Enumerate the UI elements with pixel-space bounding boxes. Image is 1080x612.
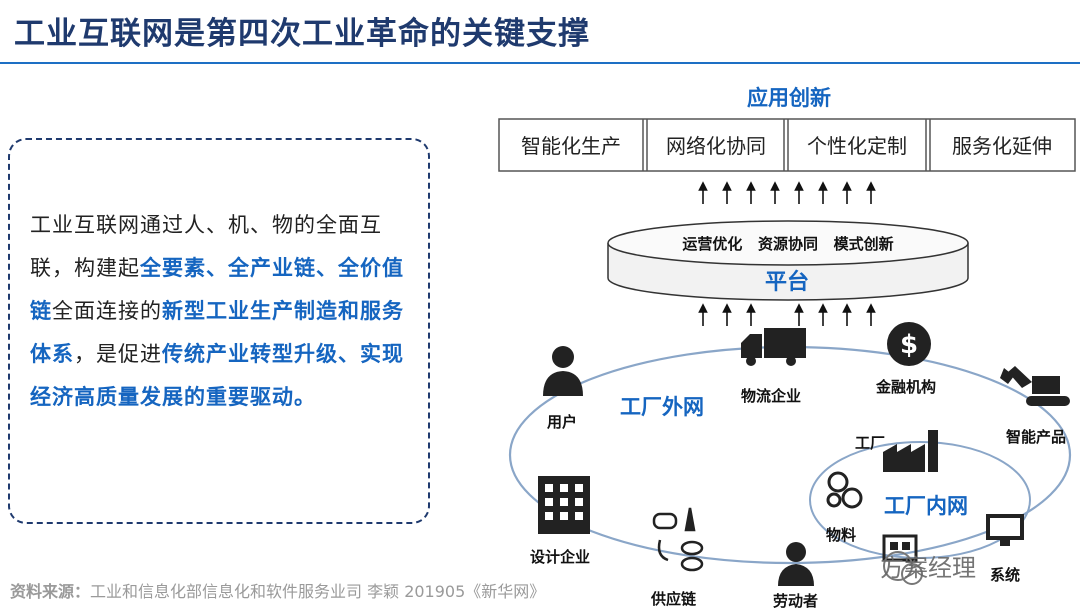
para-text-2: 全面连接的 [52, 299, 162, 323]
page-title: 工业互联网是第四次工业革命的关键支撑 [14, 16, 590, 52]
title-underline [0, 62, 1080, 64]
node-system-label: 系统 [990, 566, 1021, 584]
inner-network-label: 工厂内网 [884, 494, 968, 518]
source-label: 资料来源： [10, 582, 91, 601]
para-text-1: 工业互联网通过人、机、物的全面互联，构建起 [30, 213, 382, 280]
app-boxes-frame [498, 118, 1076, 172]
lower-arrows [698, 303, 876, 326]
para-highlight-2: 新型工业生产制造和服务体系 [30, 299, 404, 366]
excavator-icon [1000, 366, 1070, 406]
monitor-icon [986, 514, 1024, 546]
para-highlight-1: 全要素、全产业链、全价值链 [30, 256, 404, 323]
node-design-label: 设计企业 [530, 548, 591, 566]
source-note: 资料来源：工业和信息化部信息化和软件服务业司 李颖 201905《新华网》 [10, 578, 545, 602]
source-text: 工业和信息化部信息化和软件服务业司 李颖 201905《新华网》 [90, 582, 546, 601]
platform-cylinder [607, 220, 969, 301]
para-text-3: ，是促进 [74, 342, 162, 366]
outer-network-label: 工厂外网 [620, 395, 704, 419]
node-finance-label: 金融机构 [876, 378, 937, 396]
qr-code-icon [882, 534, 918, 562]
truck-icon [741, 328, 806, 366]
node-logistics-label: 物流企业 [741, 387, 802, 405]
node-supply-label: 供应链 [651, 590, 697, 608]
building-icon [538, 476, 590, 534]
supply-chain-icon [652, 507, 704, 572]
gear-icon [826, 471, 863, 509]
node-user-label: 用户 [547, 413, 578, 431]
inner-network-ring [809, 441, 1031, 559]
app-box-4: 服务化延伸 [952, 134, 1052, 158]
app-innovation-title: 应用创新 [747, 86, 831, 110]
text-panel [8, 138, 430, 524]
worker-icon [778, 542, 814, 586]
para-highlight-3: 传统产业转型升级、实现经济高质量发展的重要驱动。 [30, 342, 404, 409]
app-box-3: 个性化定制 [807, 134, 907, 158]
factory-icon [883, 430, 938, 472]
node-material-label: 物料 [826, 526, 857, 544]
app-box-1: 智能化生产 [521, 134, 621, 158]
app-box-2: 网络化协同 [666, 134, 766, 158]
user-icon [543, 346, 583, 396]
description-paragraph: 工业互联网通过人、机、物的全面互联，构建起全要素、全产业链、全价值链全面连接的新… [30, 204, 408, 419]
dollar-coin-icon: $ [887, 322, 931, 366]
node-worker-label: 劳动者 [773, 592, 819, 610]
watermark-text: 方案经理 [880, 554, 976, 582]
wechat-logo-icon [883, 551, 923, 585]
platform-label: 平台 [765, 270, 810, 295]
node-smart-product-label: 智能产品 [1006, 428, 1067, 446]
platform-functions: 运营优化 资源协同 模式创新 [682, 235, 894, 253]
node-factory-label: 工厂 [855, 434, 886, 452]
upper-arrows [698, 181, 876, 204]
svg-text:$: $ [900, 330, 918, 360]
